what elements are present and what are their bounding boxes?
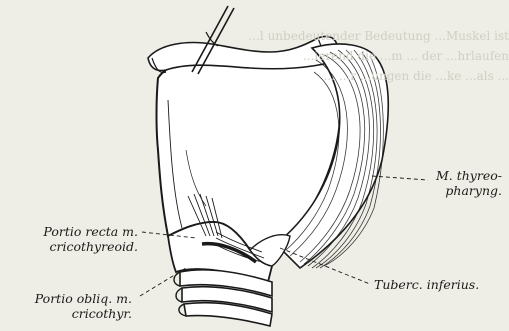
label-line: Portio obliq. m. <box>4 291 132 306</box>
label-thyreopharyngeus: M. thyreo- pharyng. <box>430 168 502 198</box>
bleed-line: ...l unbedeutender Bedeutung ...Muskel i… <box>248 26 509 46</box>
leader-thyreopharyng <box>372 176 428 180</box>
leader-tuberc-inferius <box>280 248 370 284</box>
label-portio-obliqua: Portio obliq. m. cricothyr. <box>4 291 132 321</box>
bleed-line: ... ...r ...ungen die ...ke ...als ... <box>248 66 509 86</box>
leader-portio-obliq <box>140 268 186 296</box>
label-line: Tuberc. inferius. <box>374 277 479 292</box>
label-line: Portio recta m. <box>14 224 138 239</box>
label-tuberculum-inferius: Tuberc. inferius. <box>374 277 479 292</box>
label-portio-recta: Portio recta m. cricothyreoid. <box>14 224 138 254</box>
tracheal-rings <box>180 270 272 326</box>
bleed-line: ...ierend die ...m ... der ...hrlaufen <box>248 46 509 66</box>
label-line: cricothyr. <box>4 306 132 321</box>
label-line: cricothyreoid. <box>14 239 138 254</box>
label-line: pharyng. <box>430 183 502 198</box>
bleed-through-text: ...l unbedeutender Bedeutung ...Muskel i… <box>248 26 509 86</box>
label-line: M. thyreo- <box>430 168 502 183</box>
